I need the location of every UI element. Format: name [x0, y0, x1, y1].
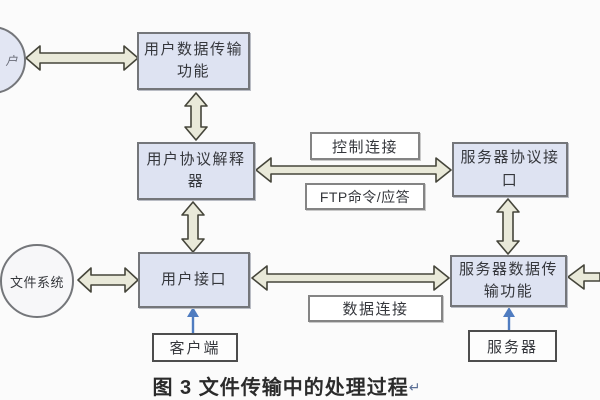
label-control-connection-text: 控制连接 — [331, 138, 398, 156]
label-ftp-command-reply-text: FTP命令/应答 — [319, 188, 411, 205]
double-arrow-serverpi-to-serverdtp — [496, 198, 520, 255]
node-server: 服务器 — [468, 330, 557, 362]
paragraph-return-mark: ↵ — [408, 379, 422, 395]
double-arrow-pi-to-interface — [181, 201, 205, 253]
file-system-circle: 文件系统 — [0, 244, 74, 318]
figure-caption: 图 3 文件传输中的处理过程↵ — [87, 371, 487, 400]
user-circle-label: 户 — [5, 53, 18, 68]
label-ftp-command-reply: FTP命令/应答 — [305, 183, 425, 210]
double-arrow-user-to-dtp — [25, 45, 139, 71]
double-arrow-data-connection — [251, 265, 450, 291]
node-user-interface: 用户接口 — [138, 252, 250, 308]
node-client: 客户端 — [152, 333, 238, 362]
node-user-protocol-interpreter: 用户协议解释 器 — [137, 142, 255, 200]
node-user-data-transfer-function: 用户数据传输 功能 — [137, 32, 250, 90]
node-user-protocol-interpreter-label: 用户协议解释 器 — [146, 150, 246, 191]
label-data-connection-text: 数据连接 — [342, 301, 409, 318]
node-server-protocol-interface: 服务器协议接 口 — [452, 142, 568, 197]
node-server-data-transfer-function: 服务器数据传 输功能 — [450, 255, 567, 307]
blue-arrow-client-head — [187, 307, 199, 317]
figure-caption-text: 图 3 文件传输中的处理过程 — [152, 377, 409, 399]
double-arrow-control-connection — [255, 157, 452, 183]
label-data-connection: 数据连接 — [308, 295, 443, 322]
blue-arrow-server-head — [503, 307, 515, 317]
node-server-protocol-interface-label: 服务器协议接 口 — [460, 149, 560, 189]
double-arrow-dtp-to-pi — [184, 92, 208, 141]
node-server-data-transfer-function-label: 服务器数据传 输功能 — [458, 260, 558, 301]
node-user-interface-label: 用户接口 — [160, 270, 227, 288]
double-arrow-filesystem-to-interface — [77, 267, 139, 293]
node-client-label: 客户端 — [169, 340, 221, 357]
file-system-label: 文件系统 — [9, 274, 64, 290]
label-control-connection: 控制连接 — [310, 132, 420, 160]
node-user-data-transfer-function-label: 用户数据传输 功能 — [143, 40, 243, 81]
node-server-label: 服务器 — [486, 338, 538, 356]
arrow-right-edge-to-serverdtp — [567, 264, 600, 290]
